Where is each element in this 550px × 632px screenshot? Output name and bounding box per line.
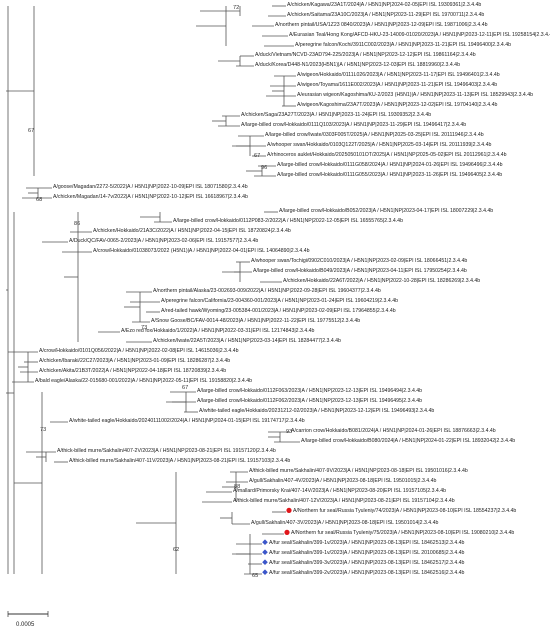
- leaf-label: A/thick-billed murre/Sakhalin/407-12V/20…: [233, 498, 455, 504]
- bootstrap-value: 72: [233, 5, 239, 11]
- leaf-label: A/chicken/Saitama/23A10C/2023|A / H5N1|N…: [287, 12, 484, 18]
- leaf-label: A/fur seal/Sakhalin/399-1v/2023|A / H5N1…: [269, 550, 465, 556]
- leaf-label: A/large-billed crow/Hokkaido/0111G058/20…: [277, 162, 503, 168]
- leaf-label: A/chicken/Akita/21B3T/2022|A / H5N1|NP|2…: [39, 368, 226, 374]
- leaf-label: A/large-billed crow/Hokkaido/0112P083-2/…: [173, 218, 403, 224]
- leaf-label: A/white-tailed eagle/Hokkaido/20231212-0…: [199, 408, 434, 414]
- scale-bar: 0.0005: [7, 611, 49, 628]
- leaf-label: A/gull/Sakhalin/407-4V/2023|A / H5N1|NP|…: [249, 478, 436, 484]
- leaf-label: A/Duck/QC/FAV-0065-2/2023|A / H5N1|NP|20…: [69, 238, 258, 244]
- leaf-label: A/carrion crow/Hokkaido/B081/2024|A / H5…: [291, 428, 496, 434]
- fur-seal-diamond-marker: [262, 549, 268, 555]
- leaf-label: A/large-billed crow/Hokkaido/B080/2024|A…: [301, 438, 515, 444]
- leaf-label: A/chicken/Magadan/14-7v/2022|A / H5N1|NP…: [53, 194, 248, 200]
- leaf-label: A/eurasian wigeon/Kagoshima/KU-2/2023 (H…: [297, 92, 533, 98]
- fur-seal-circle-marker: [286, 507, 292, 513]
- leaf-label: A/Ezo red fox/Hokkaido/1/2022|A / H5N1|N…: [121, 328, 315, 334]
- leaf-label: A/Northern fur seal/Russia Tyuleniy/74/2…: [293, 508, 516, 514]
- leaf-label: A/chicken/Kagawa/23A1T/2024|A / H5N1|NP|…: [287, 2, 481, 8]
- leaf-label: A/bald eagle/Alaska/22-015680-001/2022|A…: [35, 378, 252, 384]
- leaf-label: A/wigeon/Toyama/1611E002/2023|A / H5N1|N…: [297, 82, 497, 88]
- leaf-label: A/large-billed crow/Hokkaido/0111G055/20…: [277, 172, 502, 178]
- leaf-label: A/fur seal/Sakhalin/399-2v/2023|A / H5N1…: [269, 570, 465, 576]
- leaf-label: A/Eurasian Teal/Hong Kong/AFCD-HKU-23-14…: [289, 32, 550, 38]
- leaf-label: A/large-billed crow/Iwate/0303F005T/2025…: [265, 132, 484, 138]
- leaf-label: A/peregrine falcon/Kochi/3911C002/2023|A…: [295, 42, 511, 48]
- bootstrap-value: 68: [36, 197, 42, 203]
- leaf-label: A/red-tailed hawk/Wyoming/23-005384-001/…: [161, 308, 396, 314]
- leaf-label: A/northern pintail/Alaska/23-002693-009/…: [153, 288, 381, 294]
- leaf-label: A/mallard/Primorsky Krai/407-14V/2023|A …: [233, 488, 446, 494]
- leaf-label: A/Snow Goose/BC/FAV-0014-48/2023|A / H5N…: [151, 318, 360, 324]
- leaf-label: A/white-tailed eagle/Hokkaido/2024011100…: [69, 418, 305, 424]
- leaf-label: A/chicken/Ibaraki/22C27/2023|A / H5N1|NP…: [39, 358, 230, 364]
- leaf-label: A/fur seal/Sakhalin/399-3v/2023|A / H5N1…: [269, 560, 465, 566]
- leaf-label: A/wigeon/Hokkaido/0111L026/2023|A / H5N1…: [297, 72, 500, 78]
- leaf-label: A/thick-billed murre/Sakhalin/407-2V/202…: [57, 448, 276, 454]
- leaf-label: A/large-billed crow/Hokkaido/0111Q103/20…: [241, 122, 466, 128]
- leaf-label: A/thick-billed murre/Sakhalin/407-11V/20…: [69, 458, 290, 464]
- leaf-label: A/large-billed crow/Hokkaido/0112F063/20…: [197, 388, 422, 394]
- leaf-label: A/chicken/Hokkaido/21A3C/2022|A / H5N1|N…: [93, 228, 291, 234]
- tree-leaves: A/chicken/Kagawa/23A1T/2024|A / H5N1|NP|…: [35, 2, 550, 576]
- leaf-label: A/duck/Vietnam/NCVD-23AD794-225/2023|A /…: [255, 52, 476, 58]
- bootstrap-value: 62: [173, 547, 179, 553]
- leaf-label: A/crow/Hokkaido/01038073/2022 (H5N1)|A /…: [93, 248, 310, 254]
- bootstrap-value: 93: [286, 429, 292, 435]
- leaf-label: A/thick-billed murre/Sakhalin/407-9V/202…: [249, 468, 468, 474]
- leaf-label: A/wigeon/Kagoshima/23A7T/2023|A / H5N1|N…: [297, 102, 497, 108]
- bootstrap-value: 88: [234, 484, 240, 490]
- bootstrap-value: 67: [28, 128, 34, 134]
- leaf-label: A/whooper swan/Tochigi/0902C010/2023|A /…: [251, 258, 467, 264]
- tree-branches: [6, 5, 300, 575]
- bootstrap-value: 96: [261, 165, 267, 171]
- leaf-label: A/duck/Korea/D448-N1/2023(H5N1)|A / H5N1…: [255, 62, 460, 68]
- leaf-label: A/gull/Sakhalin/407-3V/2023|A / H5N1|NP|…: [251, 520, 438, 526]
- leaf-label: A/large-billed crow/Hokkaido/0112F062/20…: [197, 398, 422, 404]
- leaf-label: A/goose/Magadan/2272-5/2022|A / H5N1|NP|…: [53, 184, 248, 190]
- bootstrap-value: 86: [74, 221, 80, 227]
- bootstrap-value: 65: [252, 573, 258, 579]
- leaf-label: A/chicken/Hokkaido/22A6T/2022|A / H5N1|N…: [283, 278, 480, 284]
- leaf-label: A/Northern fur seal/Russia Tyuleniy/75/2…: [291, 530, 514, 536]
- fur-seal-diamond-marker: [262, 539, 268, 545]
- fur-seal-diamond-marker: [262, 559, 268, 565]
- leaf-label: A/peregrine falcon/California/23-004360-…: [161, 298, 398, 304]
- bootstrap-value: 73: [141, 325, 147, 331]
- bootstrap-value: 67: [182, 385, 188, 391]
- bootstrap-value: 67: [254, 153, 260, 159]
- leaf-label: A/chicken/Iwate/22A5T/2023|A / H5N1|NP|2…: [153, 338, 341, 344]
- bootstrap-value: 73: [40, 427, 46, 433]
- fur-seal-circle-marker: [284, 529, 290, 536]
- leaf-label: A/chicken/Saga/23A27T/2023|A / H5N1|NP|2…: [241, 112, 431, 118]
- scale-bar-label: 0.0005: [16, 622, 35, 628]
- fur-seal-diamond-marker: [262, 569, 268, 575]
- leaf-label: A/crow/Hokkaido/0101Q056/2022|A / H5N1|N…: [39, 348, 239, 354]
- leaf-label: A/whooper swan/Hokkaido/0103Q122T/2025|A…: [267, 142, 491, 148]
- leaf-label: A/rhinoceros auklet/Hokkaido/2025050101O…: [267, 152, 507, 158]
- leaf-label: A/large-billed crow/Hokkaido/B049/2023|A…: [253, 268, 467, 274]
- leaf-label: A/large-billed crow/Hokkaido/B052/2023|A…: [279, 208, 493, 214]
- leaf-label: A/northern pintail/USA/1Z23 0840/2023|A …: [275, 22, 488, 28]
- leaf-label: A/fur seal/Sakhalin/399-1v/2023|A / H5N1…: [269, 540, 465, 546]
